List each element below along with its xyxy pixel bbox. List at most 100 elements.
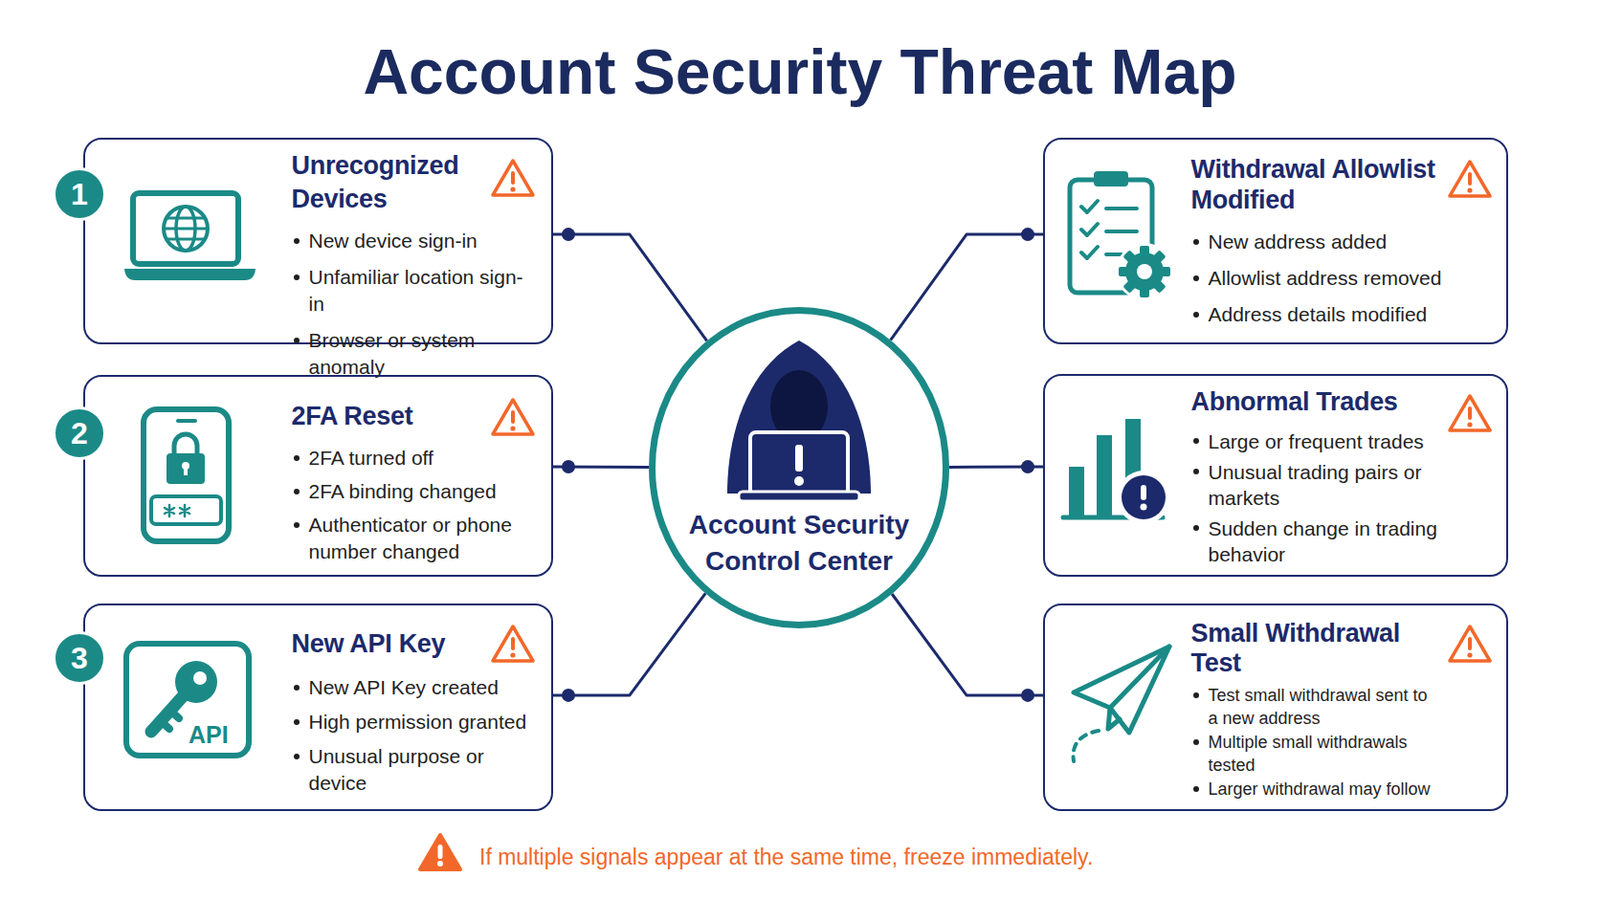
bullet-item: Address details modified [1191, 301, 1479, 329]
bullet-dot [293, 238, 300, 245]
bar-chart-alert-icon [1140, 504, 1148, 512]
bullet-item: Test small withdrawal sent to a new addr… [1191, 684, 1439, 731]
connector-line [553, 234, 708, 341]
bullet-dot [293, 754, 300, 760]
caption-warning-icon [420, 835, 461, 870]
bullet-dot [1193, 468, 1200, 475]
box-text-column: Unrecognized DevicesNew device sign-inUn… [291, 149, 532, 391]
box-heading: Withdrawal Allowlist Modified [1191, 154, 1445, 216]
bullet-item: Unusual trading pairs or markets [1191, 459, 1443, 512]
clipboard-gear-icon [1118, 245, 1171, 298]
diagram-caption: If multiple signals appear at the same t… [479, 843, 1093, 872]
phone-lock-icon [164, 505, 190, 517]
icon-label: API [188, 720, 229, 750]
bar-chart-alert-icon [1140, 485, 1147, 501]
bullet-item: Authenticator or phone number changed [291, 511, 532, 566]
hooded-hacker-icon [795, 444, 803, 472]
box-heading: 2FA Reset [291, 400, 484, 434]
bullet-dot [1193, 739, 1200, 746]
clipboard-gear-icon [1081, 200, 1098, 259]
bullet-dot [1193, 525, 1200, 532]
clipboard-gear-icon [1122, 249, 1166, 293]
hub-circle: Account Security Control Center [648, 307, 950, 629]
clipboard-gear-icon [1122, 249, 1166, 293]
clipboard-gear-icon [1125, 252, 1164, 291]
api-key-icon [126, 644, 249, 756]
bullet-item: Multiple small withdrawals tested [1191, 731, 1439, 778]
hub-label: Account Security Control Center [674, 507, 924, 580]
threat-box: Small Withdrawal TestTest small withdraw… [1043, 603, 1509, 812]
api-key-icon [160, 711, 179, 730]
api-key-icon [151, 695, 184, 733]
bar-chart-alert-icon [1063, 419, 1171, 525]
connector-line [949, 466, 1044, 469]
laptop-globe-icon [124, 268, 256, 281]
bullet-item: Sudden change in trading behavior [1191, 515, 1443, 568]
bullet-dot [1193, 692, 1200, 699]
bullet-dot [1193, 786, 1200, 793]
box-heading: Unrecognized Devices [291, 149, 484, 217]
clipboard-gear-icon [1069, 171, 1174, 301]
bullet-dot [293, 488, 300, 495]
bullet-dot [1193, 239, 1200, 245]
box-text-column: Abnormal TradesLarge or frequent tradesU… [1191, 385, 1445, 573]
box-heading: New API Key [291, 627, 484, 662]
clipboard-gear-icon [1136, 264, 1153, 280]
connector-dot [561, 460, 576, 474]
bar-chart-alert-icon [1096, 435, 1112, 518]
threat-box: 2FA Reset2FA turned off2FA binding chang… [83, 375, 554, 578]
warning-icon [1449, 626, 1490, 662]
bullet-dot [1193, 275, 1200, 282]
box-text-column: Withdrawal Allowlist ModifiedNew address… [1191, 154, 1479, 338]
box-text-column: 2FA Reset2FA turned off2FA binding chang… [291, 400, 532, 573]
bar-chart-alert-icon [1116, 470, 1171, 525]
phone-lock-icon [174, 434, 198, 456]
bar-chart-alert-icon [1121, 475, 1166, 520]
bullet-item: High permission granted [291, 709, 532, 736]
connector-dot [1021, 688, 1035, 703]
bullet-item: Large or frequent trades [1191, 428, 1443, 455]
hooded-hacker-icon [727, 340, 871, 502]
hub-ring [652, 311, 947, 626]
phone-lock-icon [177, 419, 196, 423]
connector-dot [1021, 460, 1035, 474]
box-heading: Abnormal Trades [1191, 385, 1445, 420]
warning-icon [492, 160, 534, 196]
bullet-dot [293, 274, 300, 281]
bullet-dot [1193, 311, 1200, 318]
laptop-globe-icon [124, 193, 256, 281]
bullet-dot [293, 522, 300, 529]
bullet-item: Browser or system anomaly [291, 327, 532, 381]
bullet-item: New address added [1191, 228, 1479, 256]
threat-box: Withdrawal Allowlist ModifiedNew address… [1043, 137, 1509, 345]
paper-plane-icon [1073, 731, 1099, 762]
warning-icon [492, 400, 534, 435]
threat-box: Unrecognized DevicesNew device sign-inUn… [83, 137, 554, 345]
clipboard-gear-icon [1069, 179, 1153, 293]
api-key-icon [175, 661, 218, 704]
warning-icon [492, 626, 534, 662]
laptop-globe-icon [163, 218, 208, 240]
callout-number: 3 [52, 631, 107, 686]
phone-lock-icon [166, 453, 205, 485]
laptop-globe-icon [133, 193, 239, 265]
bullet-item: New API Key created [291, 674, 532, 702]
hub-ring [648, 307, 950, 629]
bullet-dot [293, 337, 300, 344]
api-key-icon [126, 644, 249, 756]
connector-line [891, 594, 1044, 696]
connector-line [553, 466, 649, 469]
connector-line [890, 234, 1044, 341]
callout-number: 2 [52, 406, 107, 461]
warning-icon [1449, 396, 1490, 431]
phone-lock-icon [151, 496, 222, 525]
clipboard-gear-icon [1093, 171, 1129, 187]
box-heading: Small Withdrawal Test [1191, 619, 1445, 679]
paper-plane-icon [1073, 646, 1170, 734]
connector-dot [1021, 227, 1035, 242]
phone-lock-icon [143, 409, 229, 542]
bar-chart-alert-icon [1068, 466, 1085, 518]
bullet-item: Unusual purpose or device [291, 743, 532, 798]
phone-lock-icon [143, 409, 229, 542]
box-text-column: New API KeyNew API Key createdHigh permi… [291, 627, 532, 805]
